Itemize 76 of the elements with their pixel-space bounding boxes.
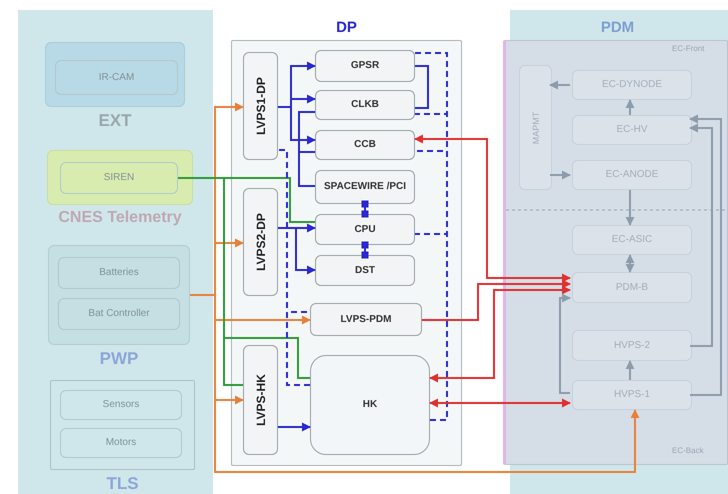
group-title: TLS bbox=[105, 474, 140, 494]
group-title: PDM bbox=[600, 19, 636, 36]
module-label: SIREN bbox=[102, 172, 136, 184]
group-title: CNES Telemetry bbox=[57, 209, 183, 227]
connector bbox=[278, 227, 316, 274]
connector bbox=[626, 254, 634, 273]
module-label: EC-DYNODE bbox=[600, 79, 663, 91]
module-box bbox=[55, 60, 178, 95]
module-label: IR-CAM bbox=[98, 72, 136, 84]
module-label: LVPS2-DP bbox=[254, 213, 268, 271]
module-box bbox=[310, 303, 422, 336]
module-box bbox=[60, 390, 182, 420]
module-box bbox=[315, 130, 415, 160]
module-box bbox=[572, 70, 692, 100]
module-label: DST bbox=[354, 264, 376, 276]
module-label: LVPS-HK bbox=[254, 374, 268, 426]
connector bbox=[278, 422, 311, 432]
module-label: HVPS-1 bbox=[612, 389, 652, 401]
connector bbox=[559, 294, 571, 394]
module-box bbox=[572, 115, 692, 145]
group-title: EXT bbox=[97, 111, 133, 131]
module-label: MAPMT bbox=[530, 111, 540, 144]
module-label: SPACEWIRE /PCI bbox=[322, 181, 408, 193]
connector bbox=[414, 134, 571, 282]
module-label: PDM-B bbox=[614, 282, 650, 294]
module-label: Bat Controller bbox=[87, 308, 151, 320]
module-label: HVPS-2 bbox=[612, 340, 652, 352]
module-box bbox=[572, 380, 692, 410]
module-label: LVPS-PDM bbox=[340, 314, 392, 326]
module-box bbox=[243, 188, 278, 296]
section-label: EC-Back bbox=[672, 446, 704, 455]
connector bbox=[689, 114, 722, 396]
module-box bbox=[572, 272, 692, 303]
module-label: CPU bbox=[353, 224, 377, 236]
module-box bbox=[315, 255, 415, 286]
module-box bbox=[243, 345, 278, 455]
module-label: Sensors bbox=[102, 399, 140, 411]
module-box bbox=[315, 50, 415, 82]
module-box bbox=[60, 162, 178, 194]
connector bbox=[626, 99, 634, 115]
module-box bbox=[60, 428, 182, 458]
group-title: DP bbox=[335, 19, 358, 36]
connector bbox=[429, 398, 571, 408]
connector bbox=[549, 80, 570, 90]
connector bbox=[362, 200, 368, 218]
connector bbox=[429, 286, 571, 382]
module-label: LVPS1-DP bbox=[254, 77, 268, 135]
connector bbox=[286, 311, 310, 386]
connector bbox=[626, 360, 634, 380]
module-label: EC-ANODE bbox=[604, 169, 660, 181]
connector bbox=[422, 280, 571, 321]
module-box bbox=[315, 214, 415, 245]
group-title: PWP bbox=[98, 349, 140, 369]
connector bbox=[550, 170, 571, 180]
module-box bbox=[315, 90, 415, 120]
module-label: EC-ASIC bbox=[610, 234, 654, 246]
module-box bbox=[572, 225, 692, 255]
module-box bbox=[315, 170, 415, 204]
module-box bbox=[572, 330, 692, 361]
module-box bbox=[519, 65, 552, 190]
module-label: Motors bbox=[104, 437, 138, 449]
connector bbox=[415, 233, 448, 421]
module-box bbox=[310, 355, 430, 455]
module-label: Batteries bbox=[98, 267, 140, 279]
connector bbox=[626, 190, 634, 226]
module-label: HK bbox=[362, 399, 378, 411]
module-label: CLKB bbox=[350, 99, 380, 111]
connector bbox=[362, 242, 368, 258]
connector bbox=[689, 124, 713, 347]
module-label: CCB bbox=[353, 139, 377, 151]
module-label: GPSR bbox=[350, 60, 380, 72]
module-box bbox=[572, 160, 692, 190]
module-box bbox=[243, 52, 278, 160]
section-label: EC-Front bbox=[672, 44, 704, 53]
module-label: EC-HV bbox=[615, 124, 649, 136]
connector bbox=[415, 65, 429, 109]
